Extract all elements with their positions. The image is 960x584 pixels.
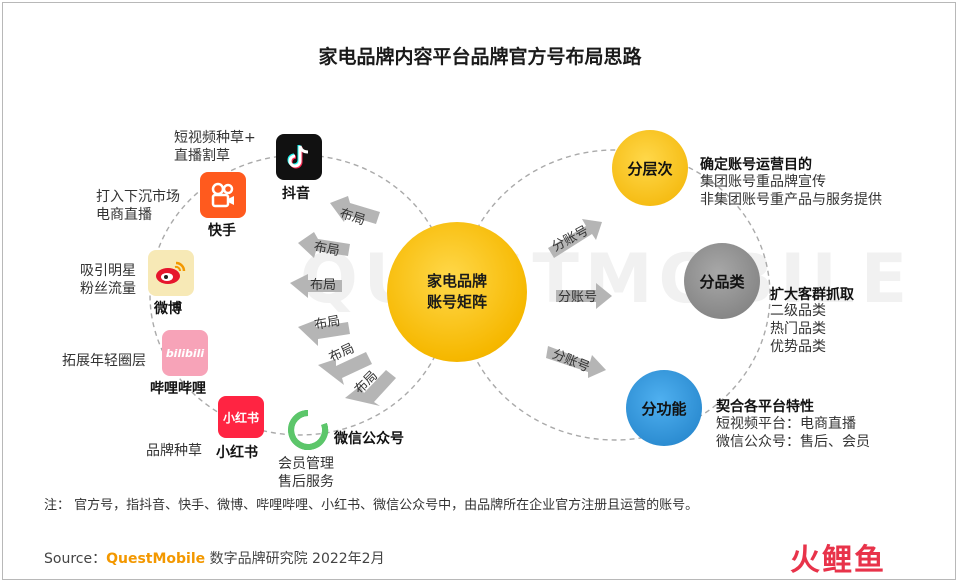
layer-circle: 分层次 [612,130,688,206]
weibo-desc-2: 粉丝流量 [80,281,136,297]
logo-part-2: 鲤鱼 [822,543,886,578]
arrow-right-3 [546,346,606,378]
center-line-2: 账号矩阵 [426,293,487,311]
center-circle: 家电品牌 账号矩阵 [387,222,527,362]
douyin-desc-1: 短视频种草+ [174,130,256,146]
weibo-label: 微博 [154,301,182,317]
kuaishou-desc-2: 电商直播 [96,207,152,223]
category-line-1: 二级品类 [770,303,826,319]
douyin-desc-2: 直播割草 [174,148,230,164]
source-prefix: Source： [44,551,107,567]
category-title: 扩大客群抓取 [770,287,854,303]
douyin-icon [276,134,322,180]
xiaohongshu-icon-text: 小红书 [222,410,259,425]
bilibili-desc-1: 拓展年轻圈层 [62,353,146,369]
arrow-left-3 [290,274,342,298]
douyin-label: 抖音 [282,186,310,202]
arrow-left-5 [318,352,372,385]
arrow-right-2 [556,283,612,309]
footnote: 注： 官方号，指抖音、快手、微博、哔哩哔哩、小红书、微信公众号中，由品牌所在企业… [44,498,699,513]
xiaohongshu-desc-1: 品牌种草 [146,443,202,459]
kuaishou-icon [200,172,246,218]
arrow-left-4 [298,320,350,346]
function-line-1: 短视频平台：电商直播 [716,416,856,432]
category-circle: 分品类 [684,243,760,319]
arrow-left-1 [330,196,380,224]
arrow-right-1 [548,219,602,258]
weibo-icon [148,250,194,296]
arrow-left-2 [298,232,350,258]
bilibili-icon: bilibili [162,330,208,376]
bilibili-label: 哔哩哔哩 [150,381,206,397]
kuaishou-desc-1: 打入下沉市场 [96,189,180,205]
function-circle: 分功能 [626,370,702,446]
layer-line-1: 集团账号重品牌宣传 [700,174,826,190]
arrow-label-3: 布局 [310,278,337,293]
function-title: 契合各平台特性 [716,399,814,415]
bilibili-icon-text: bilibili [165,346,205,360]
layer-title: 确定账号运营目的 [700,157,812,173]
wechat-icon [286,408,330,452]
wechat-label: 微信公众号 [334,431,404,447]
category-line-3: 优势品类 [770,339,826,355]
xiaohongshu-label: 小红书 [216,445,258,461]
weibo-desc-1: 吸引明星 [80,263,136,279]
kuaishou-label: 快手 [208,223,236,239]
function-line-2: 微信公众号：售后、会员 [716,434,870,450]
category-line-2: 热门品类 [770,321,826,337]
wechat-desc-1: 会员管理 [278,456,334,472]
arrow-label-right-2: 分账号 [558,290,598,305]
arrow-left-6 [345,370,396,406]
logo-part-1: 火 [790,543,822,578]
source-brand: QuestMobile [106,551,206,567]
xiaohongshu-icon: 小红书 [218,396,264,438]
page-title: 家电品牌内容平台品牌官方号布局思路 [318,46,642,68]
layer-line-2: 非集团账号重产品与服务提供 [700,192,882,208]
source-line: Source：QuestMobile 数字品牌研究院 2022年2月 [44,548,385,568]
corner-logo: 火鲤鱼 [790,535,886,579]
source-suffix: 数字品牌研究院 2022年2月 [205,551,385,567]
wechat-desc-2: 售后服务 [278,474,334,490]
center-line-1: 家电品牌 [426,272,487,290]
